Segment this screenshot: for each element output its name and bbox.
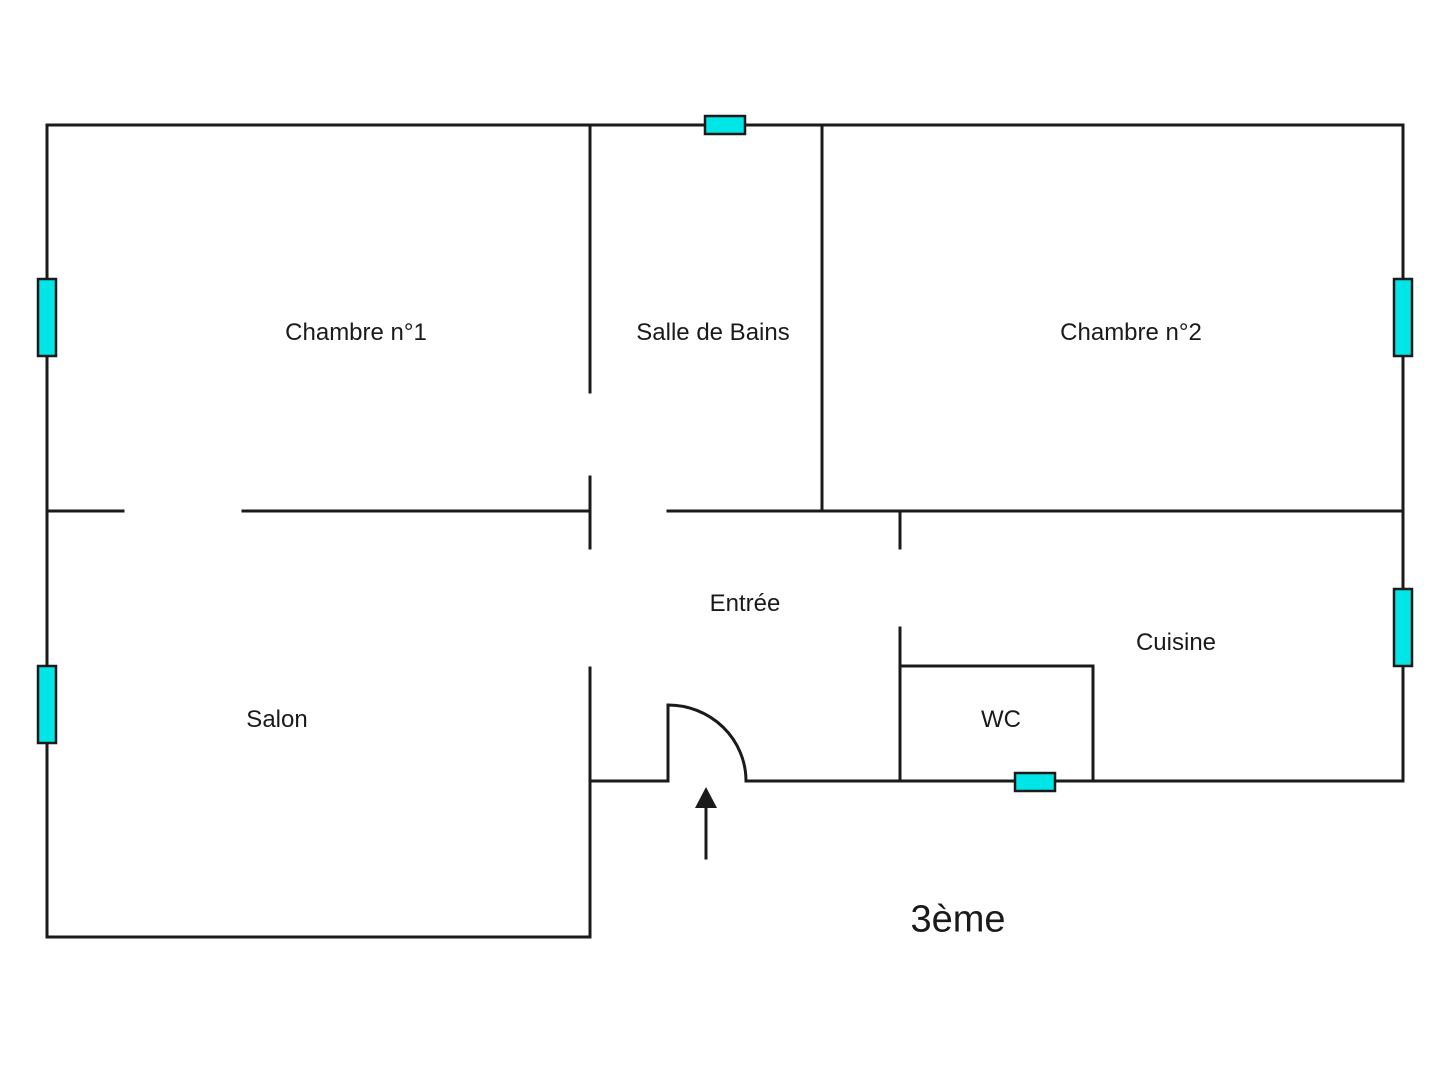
window-top — [703, 114, 747, 136]
windows — [36, 114, 1414, 793]
room-label-salle-de-bains: Salle de Bains — [636, 319, 790, 346]
window-left-chambre1 — [36, 277, 58, 358]
room-label-entree: Entrée — [709, 590, 781, 617]
floor-label: 3ème — [910, 898, 1006, 941]
room-label-salon: Salon — [246, 706, 308, 733]
window-right-chambre2 — [1392, 277, 1414, 358]
room-label-chambre1: Chambre n°1 — [285, 319, 427, 346]
room-label-wc: WC — [981, 706, 1021, 733]
room-label-cuisine: Cuisine — [1135, 629, 1217, 656]
room-label-chambre2: Chambre n°2 — [1060, 319, 1202, 346]
entrance-arrow — [695, 787, 717, 860]
arrow-head — [695, 787, 717, 808]
entrance-door — [666, 703, 748, 783]
window-left-salon — [36, 664, 58, 745]
walls — [45, 123, 1405, 939]
window-wc — [1013, 771, 1057, 793]
window-right-cuisine — [1392, 587, 1414, 668]
